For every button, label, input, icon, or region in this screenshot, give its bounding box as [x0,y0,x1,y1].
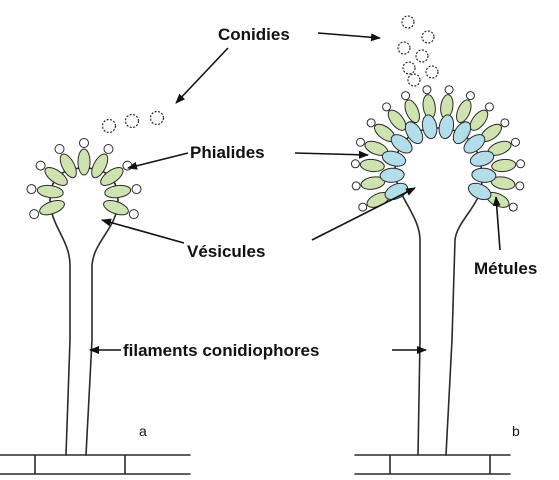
conidium [445,86,453,94]
arrow-conidies-right [318,33,380,38]
conidium [352,182,360,190]
conidium [402,16,414,28]
label-metules: Métules [474,259,537,278]
metule [437,114,455,140]
conidium [403,62,415,74]
conidium [104,144,113,153]
label-filaments: filaments conidiophores [123,341,319,360]
phialide [104,184,131,199]
conidium [517,160,525,168]
conidiophore-b [351,16,524,474]
phialide [360,158,385,172]
label-phialides: Phialides [190,143,265,162]
conidium [36,161,45,170]
stalk-b [395,170,482,455]
conidium [27,185,36,194]
conidium [408,74,420,86]
conidium [426,66,438,78]
conidium [422,31,434,43]
substrate-hypha-a [0,455,190,474]
conidium [151,112,164,125]
label-vesicules: Vésicules [187,242,265,261]
arrow-phialides-left [128,153,188,168]
conidium [367,119,375,127]
arrow-vesicules-right [312,188,415,240]
conidium [485,103,493,111]
conidiophore-a [0,112,190,475]
label-conidies: Conidies [218,25,290,44]
phialide [78,149,90,175]
metule [380,167,405,183]
conidium [132,185,141,194]
panel-label-b: b [512,423,520,439]
metule [421,114,439,140]
conidium [103,120,116,133]
panel-label-a: a [139,423,147,439]
conidium [357,138,365,146]
phialide [491,158,516,172]
phialide [402,98,422,125]
conidium [416,50,428,62]
phialides-b [351,86,524,211]
conidium [466,92,474,100]
conidium [511,138,519,146]
arrow-phialides-right [295,153,368,155]
arrow-vesicules-left [102,220,184,243]
conidium [359,203,367,211]
phialides-a [27,139,141,219]
conidium [80,139,89,148]
conidium [398,42,410,54]
conidium [423,86,431,94]
conidium [516,182,524,190]
conidium [126,115,139,128]
substrate-hypha-b [355,455,510,474]
conidia-a [103,112,164,133]
conidium [351,160,359,168]
conidium [383,103,391,111]
phialide [37,184,64,199]
conidia-b [398,16,438,86]
conidium [402,92,410,100]
arrow-conidies-down [176,48,228,103]
conidium [55,144,64,153]
conidium [501,119,509,127]
conidium [30,210,39,219]
conidium [129,210,138,219]
phialide [454,98,474,125]
conidium [123,161,132,170]
stalk-a [50,200,118,455]
metule [471,167,496,183]
conidium [509,203,517,211]
